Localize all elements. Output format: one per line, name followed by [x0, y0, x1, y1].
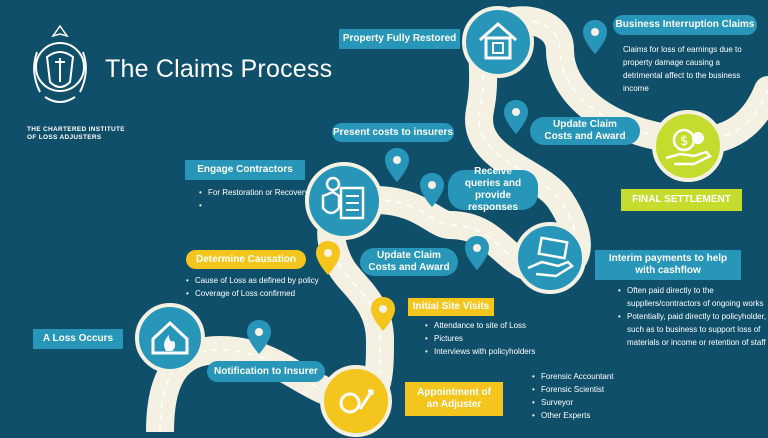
org-name: THE CHARTERED INSTITUTE OF LOSS ADJUSTER… — [27, 126, 125, 142]
step-loss-occurs: A Loss Occurs — [33, 329, 123, 349]
step-present-costs: Present costs to insurers — [332, 123, 454, 142]
org-name-line2: OF LOSS ADJUSTERS — [27, 134, 102, 141]
step-determine-causation: Determine Causation — [186, 250, 306, 269]
interim-list: Often paid directly to the suppliers/con… — [617, 284, 767, 349]
step-property-restored: Property Fully Restored — [339, 29, 460, 49]
step-engage-contractors: Engage Contractors — [185, 160, 305, 180]
list-item: Cause of Loss as defined by policy — [186, 274, 319, 287]
appointment-list: Forensic Accountant Forensic Scientist S… — [531, 370, 614, 422]
payment-hand-icon — [514, 222, 586, 294]
step-update-claim-costs-award: Update Claim Costs and Award — [530, 117, 640, 145]
list-item: Surveyor — [532, 396, 613, 409]
business-interruption-text: Claims for loss of earnings due to prope… — [623, 45, 742, 93]
list-item: Coverage of Loss confirmed — [186, 287, 319, 300]
list-item: Other Experts — [532, 409, 613, 422]
svg-text:$: $ — [680, 134, 688, 149]
step-update-claim-costs: Update Claim Costs and Award — [360, 248, 458, 276]
org-name-line1: THE CHARTERED INSTITUTE — [27, 126, 125, 133]
location-pin-icon — [504, 100, 528, 139]
list-item: Often paid directly to the suppliers/con… — [618, 284, 767, 310]
institute-logo — [25, 22, 95, 112]
list-item: For Restoration or Recovery — [199, 186, 309, 199]
site-visit-list: Attendance to site of Loss Pictures Inte… — [424, 319, 535, 358]
location-pin-icon — [371, 297, 395, 336]
list-item: Forensic Accountant — [532, 370, 614, 383]
restored-house-icon — [462, 6, 534, 78]
location-pin-icon — [465, 236, 489, 275]
adjuster-icon — [320, 365, 392, 437]
list-item: Attendance to site of Loss — [425, 319, 535, 332]
step-final-settlement: FINAL SETTLEMENT — [621, 189, 742, 211]
location-pin-icon — [420, 173, 444, 212]
list-item: Pictures — [425, 332, 535, 345]
location-pin-icon — [583, 20, 607, 59]
causation-list: Cause of Loss as defined by policy Cover… — [185, 274, 319, 300]
step-appointment: Appointment of an Adjuster — [405, 382, 503, 416]
contractor-checklist-icon — [305, 162, 383, 240]
list-item: Forensic Scientist — [532, 383, 613, 396]
list-item: Potentially, paid directly to policyhold… — [618, 310, 767, 349]
list-item: Interviews with policyholders — [425, 345, 535, 358]
page-title: The Claims Process — [105, 55, 333, 83]
location-pin-icon — [385, 148, 409, 187]
step-site-visits: Initial Site Visits — [408, 298, 494, 316]
contractor-list: For Restoration or Recovery — [198, 186, 309, 212]
location-pin-icon — [316, 241, 340, 280]
location-pin-icon — [247, 320, 271, 359]
settlement-money-icon: $ — [652, 110, 724, 182]
step-notification: Notification to Insurer — [207, 361, 325, 382]
step-business-interruption: Business Interruption Claims — [613, 15, 757, 35]
step-receive-queries: Receive queries and provide responses — [448, 166, 538, 213]
step-interim-payments: Interim payments to help with cashflow — [595, 250, 741, 280]
fire-house-icon — [135, 303, 205, 373]
